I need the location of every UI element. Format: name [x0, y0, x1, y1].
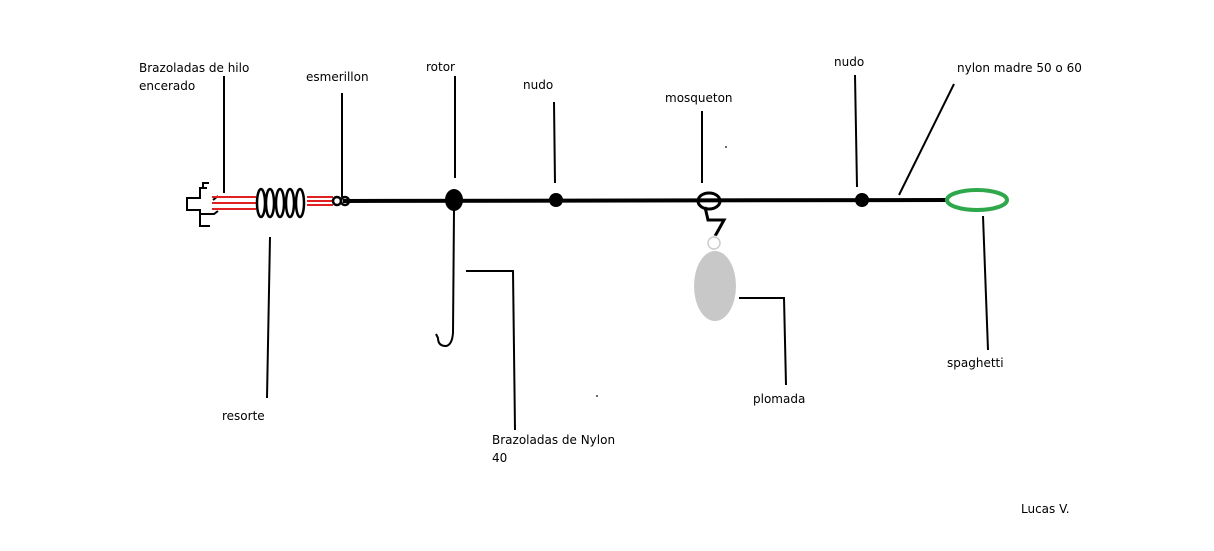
- spaghetti-loop: [945, 188, 1009, 212]
- label-brazoladas-hilo-line1: Brazoladas de hilo: [139, 61, 250, 75]
- leader-lines: [223, 74, 989, 431]
- esmerillon-swivel: [331, 195, 351, 207]
- label-resorte: resorte: [222, 409, 265, 423]
- label-nudo-2: nudo: [834, 55, 865, 69]
- label-plomada: plomada: [753, 392, 806, 406]
- plomada-weight: [694, 251, 736, 321]
- hilo-encerado-strands: [212, 196, 333, 210]
- label-esmerillon: esmerillon: [306, 70, 369, 84]
- nudo-knot-2: [855, 193, 869, 207]
- label-rotor: rotor: [426, 60, 455, 74]
- label-nylon-madre: nylon madre 50 o 60: [957, 61, 1082, 75]
- rotor-bead: [445, 189, 463, 211]
- label-mosqueton: mosqueton: [665, 91, 733, 105]
- speck: [725, 146, 727, 148]
- label-spaghetti: spaghetti: [947, 356, 1004, 370]
- label-brazoladas-hilo-line2: encerado: [139, 79, 196, 93]
- label-brazoladas-nylon-line1: Brazoladas de Nylon: [492, 433, 616, 447]
- main-line: [342, 198, 949, 203]
- nudo-knot-1: [549, 193, 563, 207]
- nylon-branch-hook: [435, 209, 455, 348]
- mosqueton-snap: [696, 191, 727, 251]
- label-brazoladas-nylon-line2: 40: [492, 451, 508, 465]
- left-hook-icons: [186, 182, 219, 227]
- resorte-spring: [255, 187, 306, 219]
- author-signature: Lucas V.: [1021, 502, 1070, 516]
- label-nudo-1: nudo: [523, 78, 554, 92]
- speck: [596, 395, 598, 397]
